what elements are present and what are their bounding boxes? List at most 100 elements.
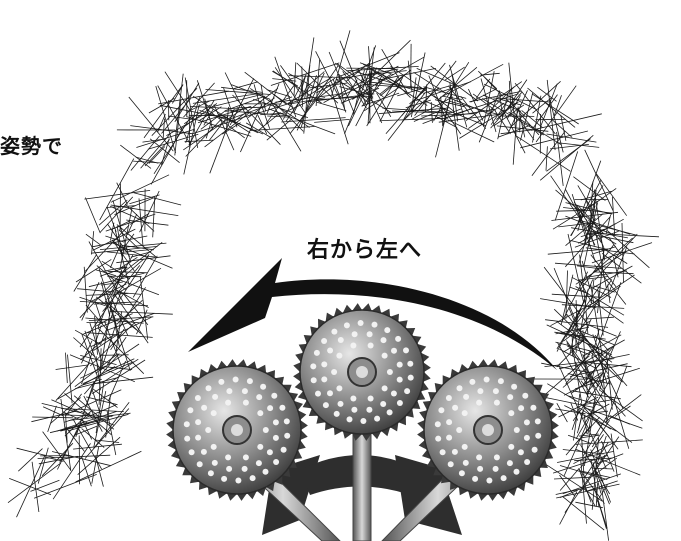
- blade-hole: [243, 454, 249, 460]
- blade-hole: [358, 320, 364, 326]
- grass-stroke: [68, 355, 73, 404]
- blade-hole: [310, 363, 316, 369]
- blade-hole: [532, 447, 538, 453]
- blade-hole: [184, 421, 190, 427]
- blade-hole: [195, 395, 201, 401]
- grass-stroke: [9, 478, 51, 494]
- grass-stroke: [550, 100, 563, 153]
- grass-stroke: [516, 136, 571, 172]
- grass-stroke: [546, 146, 547, 170]
- blade-hole: [235, 478, 241, 484]
- blade-hole: [493, 388, 499, 394]
- blade-hole: [374, 416, 380, 422]
- blade-hole: [195, 435, 201, 441]
- grass-stroke: [32, 462, 39, 512]
- blade-hole: [524, 459, 530, 465]
- blade-hole: [397, 377, 403, 383]
- blade-hole: [338, 337, 344, 343]
- blade-hole: [360, 418, 366, 424]
- blade-hole: [508, 410, 514, 416]
- blade-hole: [352, 331, 358, 337]
- blade-hole: [522, 393, 528, 399]
- blade-hole: [446, 419, 452, 425]
- blade-hole: [271, 393, 277, 399]
- blade-hole: [507, 460, 513, 466]
- grass-stroke: [53, 443, 90, 499]
- blade-hole: [197, 461, 203, 467]
- blade-hole: [225, 400, 231, 406]
- blade-hole: [315, 391, 321, 397]
- blade-hole: [221, 476, 227, 482]
- blade-hole: [321, 361, 327, 367]
- grass-stroke: [245, 72, 287, 104]
- grass-stroke: [536, 86, 576, 142]
- blade-hole: [382, 353, 388, 359]
- grass-stroke: [76, 451, 142, 482]
- blade-hole: [469, 379, 475, 385]
- blade-hub-center: [482, 424, 494, 436]
- blade-hole: [331, 329, 337, 335]
- grass-stroke: [431, 66, 478, 101]
- blade-hole: [457, 385, 463, 391]
- grass-stroke: [190, 115, 232, 116]
- blade-hole: [233, 377, 239, 383]
- blade-hole: [218, 379, 224, 385]
- blade-hole: [438, 407, 444, 413]
- blade-hole: [524, 419, 530, 425]
- blade-hole: [476, 400, 482, 406]
- blade-hole: [462, 410, 468, 416]
- grass-stroke: [99, 259, 143, 298]
- blade-hole: [311, 377, 317, 383]
- blade-hole: [273, 419, 279, 425]
- blade-hole: [257, 444, 263, 450]
- blade-hole: [273, 459, 279, 465]
- grass-stroke: [571, 391, 620, 399]
- blade-hole: [372, 322, 378, 328]
- blade-hole: [514, 427, 520, 433]
- blade-hole: [281, 447, 287, 453]
- blade-hole: [184, 436, 190, 442]
- blade-hole: [493, 466, 499, 472]
- grass-stroke: [378, 68, 436, 80]
- blade-hole: [201, 449, 207, 455]
- blade-hole: [351, 407, 357, 413]
- blade-hole: [382, 385, 388, 391]
- grass-stroke: [107, 411, 116, 455]
- blade-hole: [263, 469, 269, 475]
- blade-hole: [435, 436, 441, 442]
- grass-stroke: [81, 341, 92, 364]
- blade-hole: [321, 338, 327, 344]
- blade-hole: [321, 376, 327, 382]
- blade-hole: [463, 460, 469, 466]
- blade-hole: [267, 405, 273, 411]
- blade-hole: [279, 405, 285, 411]
- grass-stroke: [187, 117, 251, 137]
- blade-hole: [518, 405, 524, 411]
- grass-stroke: [107, 276, 141, 277]
- blade-hole: [456, 427, 462, 433]
- blade-hole: [273, 435, 279, 441]
- blade-hole: [494, 400, 500, 406]
- blade-hole: [368, 343, 374, 349]
- blade-hole: [494, 454, 500, 460]
- grass-stroke: [606, 215, 611, 234]
- blade-hole: [407, 361, 413, 367]
- blade-hole: [535, 433, 541, 439]
- blade-hole: [336, 385, 342, 391]
- blade-hole: [327, 348, 333, 354]
- blade-hole: [334, 411, 340, 417]
- grass-stroke: [141, 133, 171, 168]
- blade-hole: [535, 418, 541, 424]
- blade-hole: [384, 327, 390, 333]
- blade-hole: [201, 405, 207, 411]
- grass-stroke: [140, 276, 148, 339]
- grass-stroke: [586, 324, 617, 336]
- blade-hole: [514, 469, 520, 475]
- grass-stroke: [162, 99, 191, 134]
- grass-stroke: [104, 267, 126, 271]
- blade-hole: [477, 388, 483, 394]
- blade-hole: [463, 394, 469, 400]
- blade-hole: [459, 470, 465, 476]
- grass-stroke: [99, 200, 127, 225]
